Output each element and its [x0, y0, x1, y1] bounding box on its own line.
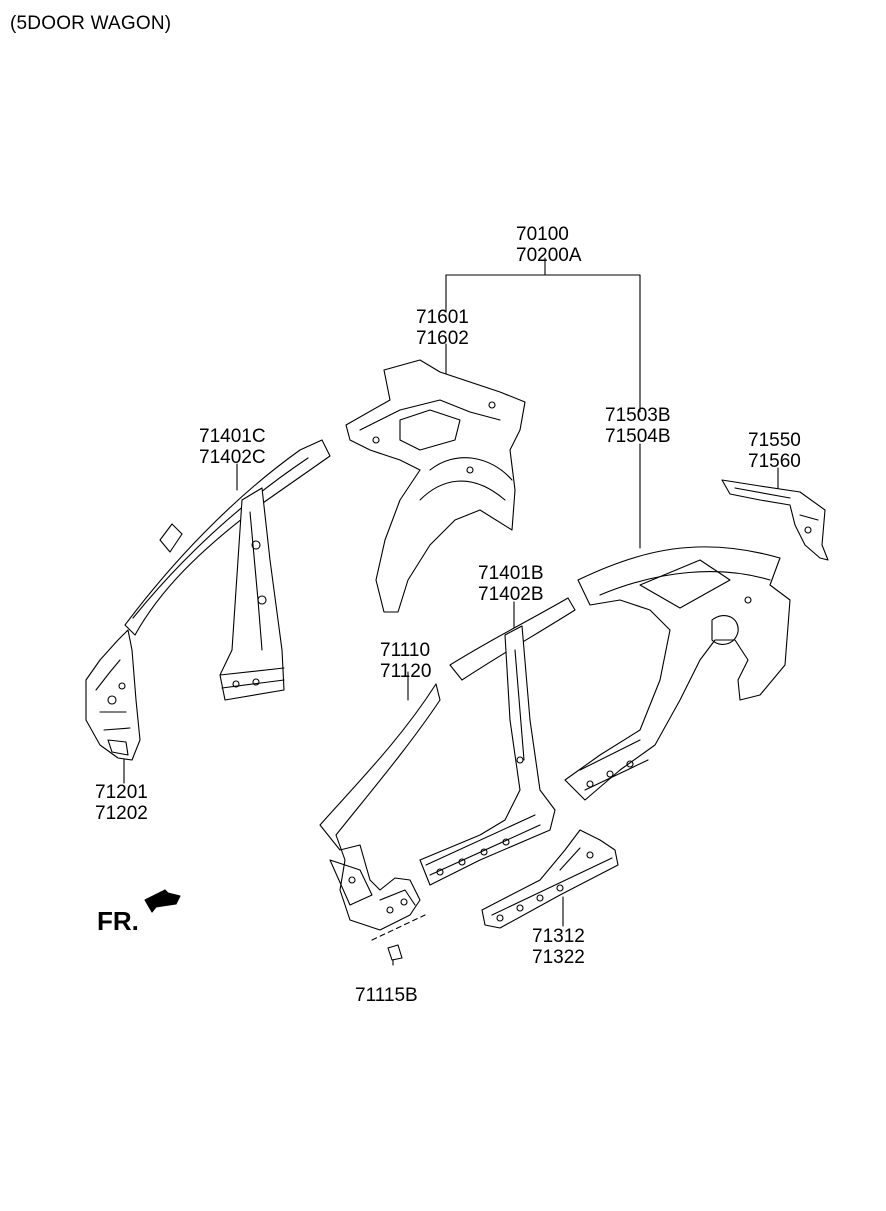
part-number-71401B: 71401B [478, 563, 544, 584]
callout-assembly: 70100 70200A [516, 224, 582, 266]
part-number-70100: 70100 [516, 224, 569, 245]
callout-quarter-outer: 71503B 71504B [605, 405, 671, 447]
part-number-71550: 71550 [748, 430, 801, 451]
callout-roof-rail-inner: 71401C 71402C [199, 426, 266, 468]
part-number-71120: 71120 [380, 661, 432, 682]
part-number-71115B: 71115B [355, 985, 418, 1006]
part-number-71402C: 71402C [199, 447, 266, 468]
part-number-70200A: 70200A [516, 245, 582, 266]
part-number-71312: 71312 [532, 926, 585, 947]
part-number-71322: 71322 [532, 947, 585, 968]
part-number-71401C: 71401C [199, 426, 266, 447]
callout-front-pillar: 71110 71120 [380, 640, 431, 682]
part-number-71504B: 71504B [605, 426, 671, 447]
callout-bracket: 71115B [355, 985, 418, 1006]
quarter-outer-part [565, 547, 790, 800]
callout-sill: 71312 71322 [532, 926, 585, 968]
part-number-71402B: 71402B [478, 584, 544, 605]
callout-roof-rail-outer: 71401B 71402B [478, 563, 544, 605]
part-number-71110: 71110 [380, 640, 431, 661]
rear-inner-part [346, 360, 525, 612]
part-number-71602: 71602 [416, 328, 469, 349]
bracket-part [372, 915, 425, 960]
body-type-note: (5DOOR WAGON) [10, 13, 172, 34]
callout-front-pillar-inner: 71201 71202 [95, 782, 148, 824]
front-pillar-part [320, 684, 440, 930]
part-number-71202: 71202 [95, 803, 148, 824]
roof-rail-inner-part [125, 440, 330, 700]
part-number-71201: 71201 [95, 782, 148, 803]
roof-rail-outer-part [420, 598, 575, 885]
callout-tail-extension: 71550 71560 [748, 430, 801, 472]
part-number-71601: 71601 [416, 307, 469, 328]
part-number-71503B: 71503B [605, 405, 671, 426]
front-pillar-inner-part [86, 630, 140, 760]
part-number-71560: 71560 [748, 451, 801, 472]
front-arrow-icon [145, 890, 180, 912]
front-direction-label: FR. [97, 906, 139, 936]
tail-extension-part [722, 480, 828, 560]
callout-rear-inner: 71601 71602 [416, 307, 469, 349]
side-sill-part [482, 830, 618, 928]
